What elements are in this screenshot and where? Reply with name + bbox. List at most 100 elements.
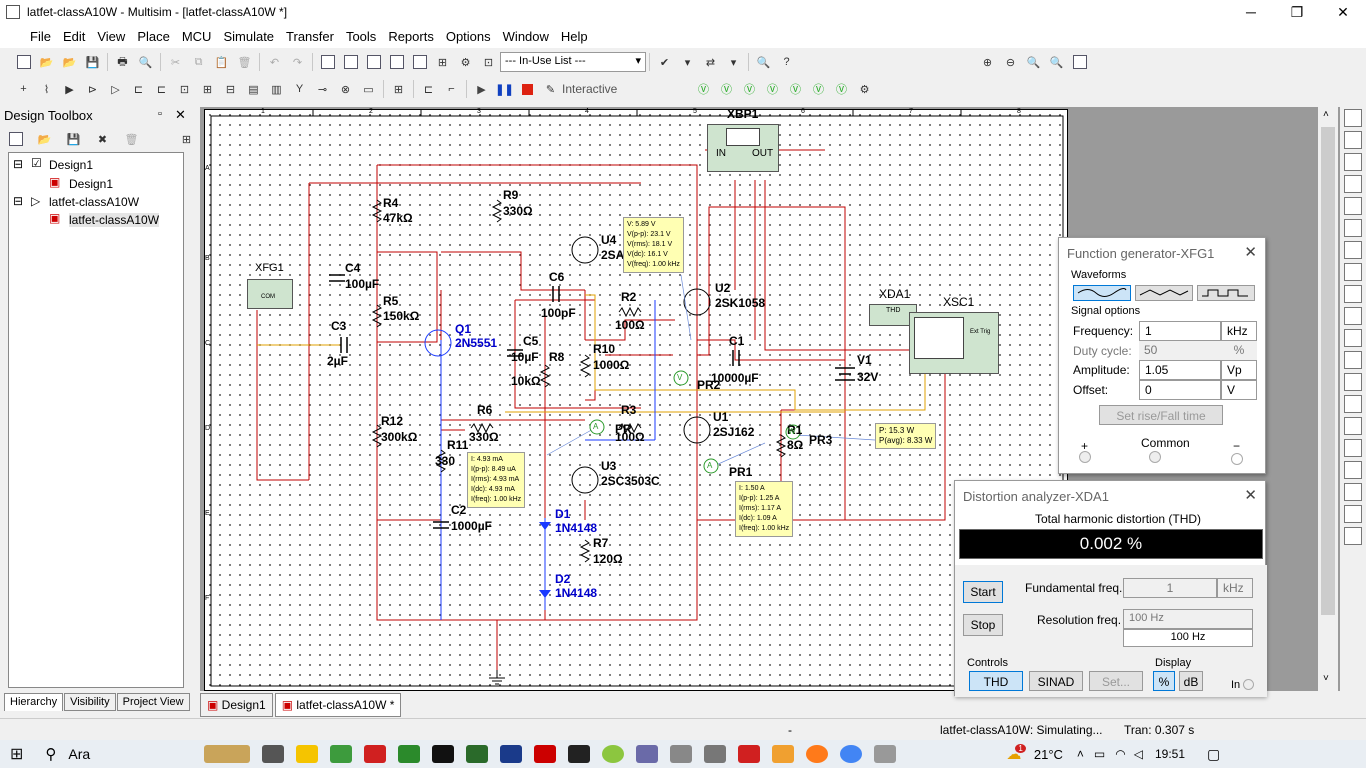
component-wizard-icon[interactable]: ⊞ — [437, 56, 448, 69]
r4-value[interactable]: 47kΩ — [383, 211, 413, 225]
c2-value[interactable]: 1000µF — [451, 519, 492, 533]
database-icon[interactable] — [365, 53, 383, 71]
frequency-unit[interactable]: kHz — [1221, 321, 1257, 341]
open-icon[interactable]: 📂 — [39, 56, 54, 69]
agilent-generator-icon[interactable] — [1344, 417, 1362, 435]
minimize-button[interactable]: ─ — [1246, 4, 1256, 20]
close-button[interactable]: ✕ — [1337, 3, 1349, 20]
function-generator-xfg1[interactable]: COM — [247, 279, 293, 309]
app-icon[interactable] — [738, 745, 761, 763]
u1-value[interactable]: 2SJ162 — [713, 425, 755, 439]
c6-value[interactable]: 100pF — [541, 306, 576, 320]
c1-value[interactable]: 10000µF — [711, 371, 759, 385]
bode-plotter-xbp1[interactable]: IN OUT — [707, 124, 779, 172]
tree-item-design1-sheet[interactable]: Design1 — [69, 177, 114, 191]
power-probe-readout[interactable]: P: 15.3 W P(avg): 8.33 W — [875, 423, 937, 449]
panel-close-icon[interactable]: ✕ — [175, 107, 186, 122]
logic-analyzer-icon[interactable] — [1344, 307, 1362, 325]
r7-value[interactable]: 120Ω — [593, 552, 623, 566]
tree-item-latfet-sheet[interactable]: latfet-classA10W — [69, 213, 160, 227]
place-indicator-icon[interactable]: ⊞ — [202, 83, 213, 96]
c2-ref[interactable]: C2 — [451, 503, 467, 517]
emcu-icon[interactable]: ⚙ — [460, 56, 471, 69]
d1-ref[interactable]: D1 — [555, 507, 571, 521]
c3-ref[interactable]: C3 — [331, 319, 347, 333]
amplitude-input[interactable]: 1.05 — [1139, 360, 1221, 380]
place-transistor-icon[interactable]: ⊳ — [87, 83, 98, 96]
r8-ref[interactable]: R8 — [549, 350, 565, 364]
probe-diff-icon[interactable]: Ⓥ — [767, 84, 778, 96]
place-electromech-icon[interactable]: ⊸ — [317, 83, 328, 96]
wattmeter-icon[interactable] — [1344, 153, 1362, 171]
tektronix-scope-icon[interactable] — [1344, 483, 1362, 501]
place-connector-icon[interactable]: ▭ — [363, 83, 374, 96]
tree-item-latfet[interactable]: latfet-classA10W — [49, 195, 140, 209]
ammeter-probe-a[interactable]: A — [593, 422, 599, 431]
menu-tools[interactable]: Tools — [345, 28, 377, 44]
d2-ref[interactable]: D2 — [555, 572, 571, 586]
current-probe-icon[interactable] — [1344, 527, 1362, 545]
multisim-app-icon[interactable] — [6, 5, 20, 19]
q1-value[interactable]: 2N5551 — [455, 336, 498, 350]
r8-value[interactable]: 10kΩ — [511, 374, 541, 388]
cut-icon[interactable]: ✂ — [170, 56, 181, 69]
save-icon[interactable]: 💾 — [85, 56, 100, 69]
iv-analyzer-icon[interactable] — [1344, 329, 1362, 347]
erc-dropdown-icon[interactable]: ▾ — [684, 56, 691, 69]
full-screen-icon[interactable] — [1071, 53, 1089, 71]
in-use-list-combo[interactable]: --- In-Use List --- — [500, 52, 646, 72]
search-icon[interactable]: ⚲ — [45, 746, 57, 763]
set-rise-fall-button[interactable]: Set rise/Fall time — [1099, 405, 1223, 425]
tab-project-view[interactable]: Project View — [116, 693, 190, 711]
place-mcu-icon[interactable]: ⊞ — [393, 83, 404, 96]
offset-unit[interactable]: V — [1221, 380, 1257, 400]
r12-value[interactable]: 300kΩ — [381, 430, 418, 444]
menu-transfer[interactable]: Transfer — [286, 28, 334, 44]
postprocessor-icon[interactable] — [411, 53, 429, 71]
print-preview-icon[interactable]: 🔍 — [138, 56, 153, 69]
probe-extra-icon[interactable]: Ⓥ — [836, 84, 847, 96]
u4-value[interactable]: 2SA — [601, 248, 625, 262]
menu-view[interactable]: View — [97, 28, 126, 44]
ammeter-probe-a[interactable]: A — [707, 461, 713, 470]
probe-current-icon[interactable]: Ⓥ — [721, 84, 732, 96]
menu-help[interactable]: Help — [560, 28, 588, 44]
place-misc-icon[interactable]: ▤ — [248, 83, 259, 96]
place-rf-icon[interactable]: Y — [295, 83, 304, 95]
r5-ref[interactable]: R5 — [383, 294, 399, 308]
tree-item-design1[interactable]: Design1 — [49, 158, 94, 172]
menu-options[interactable]: Options — [445, 28, 491, 44]
menu-reports[interactable]: Reports — [388, 28, 434, 44]
find-icon[interactable]: 🔍 — [756, 56, 771, 69]
undo-icon[interactable]: ↶ — [269, 56, 280, 69]
run-icon[interactable]: ▶ — [477, 83, 486, 96]
pr2-label[interactable]: PR2 — [697, 378, 721, 392]
amplitude-unit[interactable]: Vp — [1221, 360, 1257, 380]
delete-icon[interactable]: 🗑 — [237, 56, 252, 69]
place-cmos-icon[interactable]: ⊏ — [156, 83, 167, 96]
agilent-multimeter-icon[interactable] — [1344, 439, 1362, 457]
spreadsheet-icon[interactable] — [342, 53, 360, 71]
c6-ref[interactable]: C6 — [549, 270, 565, 284]
sine-wave-button[interactable] — [1073, 285, 1131, 301]
place-ni-icon[interactable]: ⊗ — [340, 83, 351, 96]
d1-value[interactable]: 1N4148 — [555, 521, 598, 535]
hierarchy-icon[interactable]: ⊡ — [483, 56, 494, 69]
r1-value[interactable]: 8Ω — [787, 438, 804, 452]
app-icon[interactable] — [602, 745, 625, 763]
app-icon[interactable] — [500, 745, 523, 763]
wattmeter-probe-w[interactable]: W — [788, 427, 796, 436]
app-icon[interactable] — [568, 745, 591, 763]
plus-terminal-icon[interactable] — [1079, 451, 1091, 463]
toolbox-find-icon[interactable]: ⊞ — [181, 133, 192, 146]
toolbox-toggle-icon[interactable] — [319, 53, 337, 71]
c1-ref[interactable]: C1 — [729, 334, 745, 348]
pr-label[interactable]: PR — [615, 422, 632, 436]
r2-ref[interactable]: R2 — [621, 290, 637, 304]
scroll-up-icon[interactable]: ˄ — [1323, 109, 1329, 120]
minus-terminal-icon[interactable] — [1231, 453, 1243, 465]
tab-visibility[interactable]: Visibility — [64, 693, 116, 711]
r12-ref[interactable]: R12 — [381, 414, 404, 428]
windows-start-icon[interactable]: ⊞ — [10, 746, 24, 763]
word-generator-icon[interactable] — [1344, 263, 1362, 281]
